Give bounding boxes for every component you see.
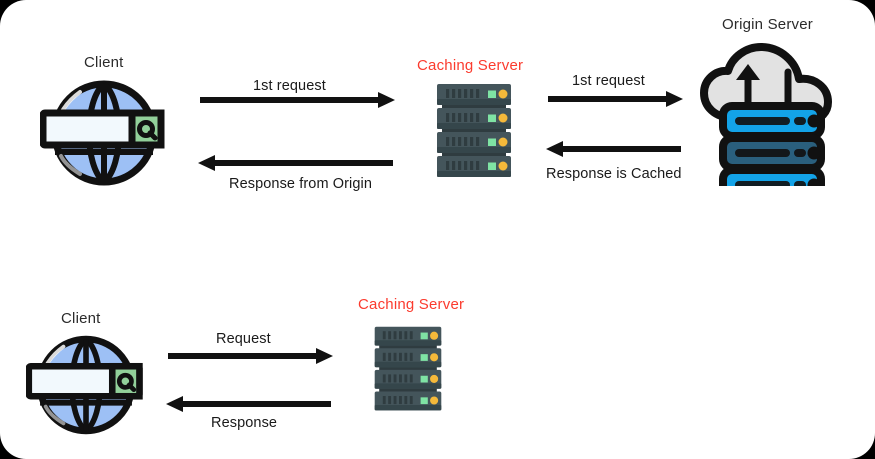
cache-to-client-response-2-label: Response	[211, 415, 278, 431]
cache-to-client-response-arrow	[198, 155, 393, 173]
globe-search-icon	[26, 333, 146, 437]
caching-server-top-label: Caching Server	[417, 57, 524, 74]
client-bottom-label: Client	[61, 310, 101, 327]
cache-to-client-response-2-arrow	[166, 396, 331, 414]
cache-to-client-response-label: Response from Origin	[229, 176, 373, 192]
server-rack-icon	[372, 321, 444, 417]
origin-server-label: Origin Server	[722, 16, 813, 33]
client-top-label: Client	[84, 54, 124, 71]
origin-to-cache-response-label: Response is Cached	[546, 166, 682, 182]
globe-search-icon	[40, 78, 168, 188]
server-rack-icon	[434, 82, 514, 180]
client-to-cache-request-2-arrow	[168, 348, 333, 366]
caching-server-bottom-label: Caching Server	[358, 296, 465, 313]
client-to-cache-request-label: 1st request	[253, 78, 326, 94]
client-to-cache-request-2-label: Request	[216, 331, 271, 347]
cache-to-origin-request-label: 1st request	[572, 73, 645, 89]
origin-to-cache-response-arrow	[546, 141, 681, 159]
client-to-cache-request-arrow	[200, 92, 395, 110]
cache-to-origin-request-arrow	[548, 91, 683, 109]
cloud-server-icon	[690, 34, 850, 186]
